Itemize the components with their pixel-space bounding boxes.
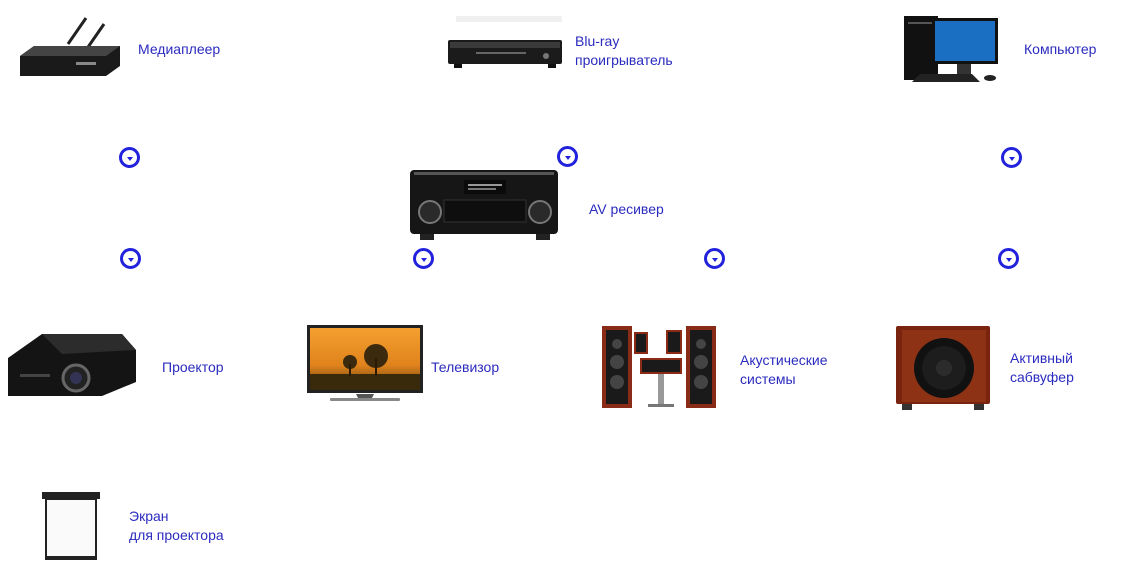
subwoofer-image bbox=[896, 326, 990, 410]
speakers-image bbox=[602, 326, 716, 408]
mediaplayer-connector-icon[interactable] bbox=[119, 147, 140, 168]
projector-image bbox=[8, 334, 136, 396]
subwoofer-connector-icon[interactable] bbox=[998, 248, 1019, 269]
bluray-connector-icon[interactable] bbox=[557, 146, 578, 167]
subwoofer-label: Активный сабвуфер bbox=[1010, 350, 1074, 385]
tv-image bbox=[307, 325, 423, 401]
tv-connector-icon[interactable] bbox=[413, 248, 434, 269]
speakers-connector-icon[interactable] bbox=[704, 248, 725, 269]
projector-screen-image bbox=[42, 492, 100, 560]
bluray-player-image bbox=[448, 16, 562, 68]
projector-connector-icon[interactable] bbox=[120, 248, 141, 269]
computer-image bbox=[904, 16, 998, 82]
av-receiver-image bbox=[410, 170, 558, 240]
bluray-player-label: Blu-ray проигрыватель bbox=[575, 33, 673, 68]
tv-label: Телевизор bbox=[431, 359, 500, 375]
computer-connector-icon[interactable] bbox=[1001, 147, 1022, 168]
projector-label: Проектор bbox=[162, 359, 224, 375]
media-player-image bbox=[20, 17, 120, 76]
media-player-label: Медиаплеер bbox=[138, 41, 221, 57]
av-receiver-label: AV ресивер bbox=[589, 201, 664, 217]
projector-screen-label: Экран для проектора bbox=[129, 508, 224, 543]
computer-label: Компьютер bbox=[1024, 41, 1097, 57]
speakers-label: Акустические системы bbox=[740, 352, 828, 387]
